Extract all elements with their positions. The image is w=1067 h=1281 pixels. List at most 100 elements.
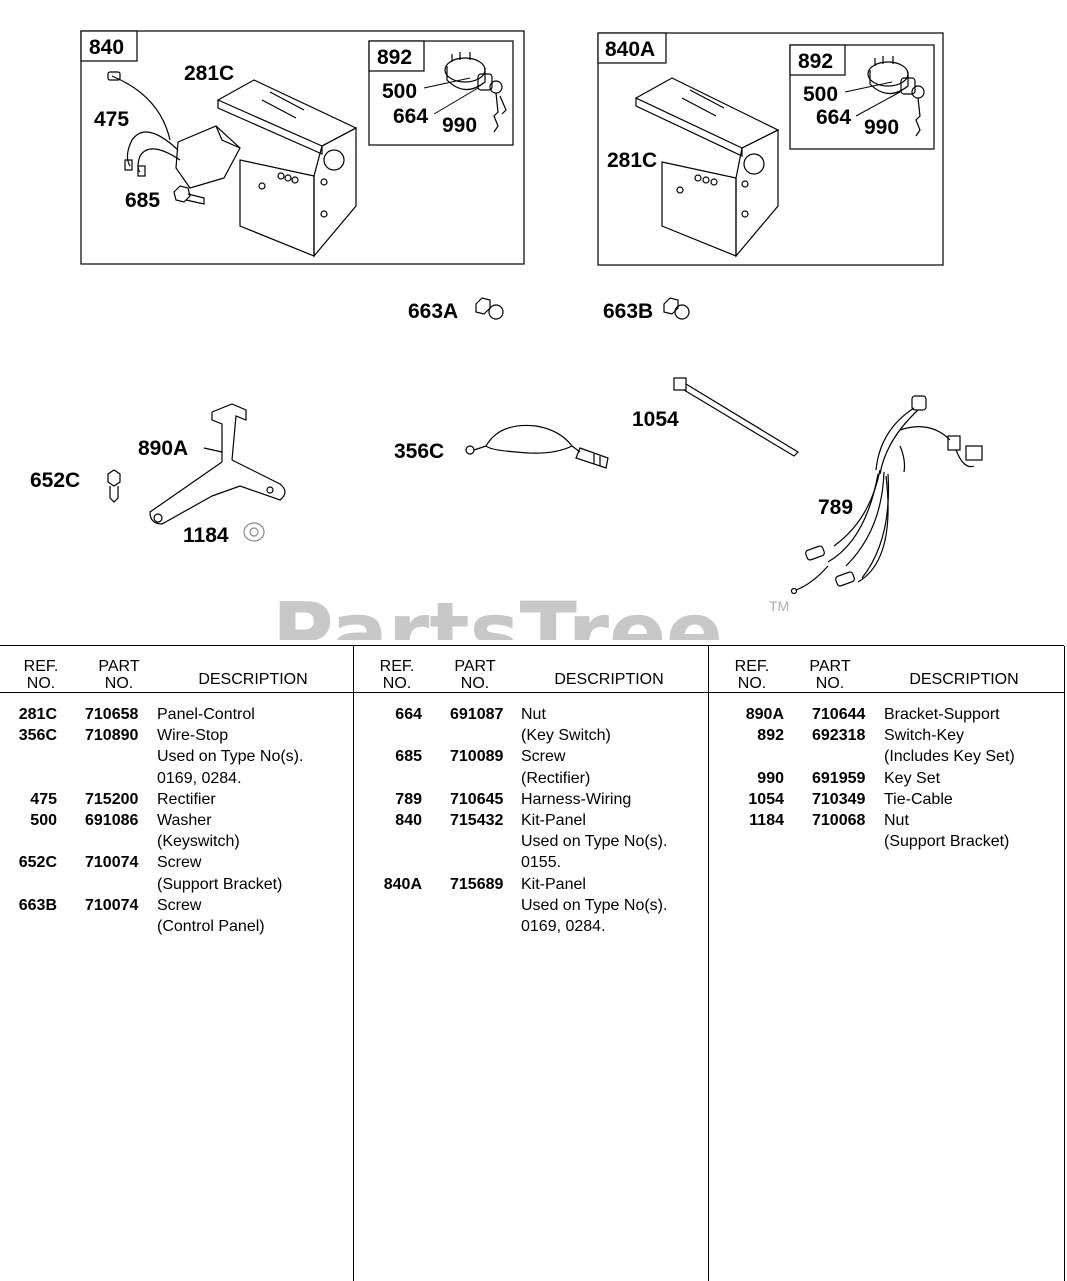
description-line: Used on Type No(s). — [157, 748, 304, 766]
ref-number: 652C — [18, 854, 57, 872]
screw-663A-drawing — [475, 297, 504, 320]
callout-890A: 890A — [138, 437, 188, 460]
part-number: 710644 — [812, 706, 866, 723]
part-description: Washer (Keyswitch) — [157, 810, 353, 852]
part-description: Screw (Rectifier) — [521, 746, 709, 788]
description-line: Bracket-Support — [884, 706, 1000, 723]
description-line: (Key Switch) — [521, 727, 611, 745]
watermark: PartsTree — [272, 584, 723, 640]
part-description: Tie-Cable — [884, 789, 1064, 810]
ref-number: 663B — [18, 896, 57, 914]
description-line: (Control Panel) — [157, 918, 265, 936]
description-line: Wire-Stop — [157, 727, 229, 745]
part-description: Switch-Key (Includes Key Set) — [884, 725, 1064, 767]
callout-500-b: 500 — [803, 83, 838, 106]
ref-number: 1054 — [748, 790, 784, 808]
part-number: 710645 — [450, 790, 504, 808]
description-line: (Rectifier) — [521, 769, 591, 787]
part-number: 710658 — [85, 706, 139, 723]
callout-652C: 652C — [30, 469, 80, 492]
header-ref: REF.NO. — [734, 658, 770, 692]
description-line: Tie-Cable — [884, 790, 953, 808]
description-line: Washer — [157, 812, 212, 830]
callout-664-a: 664 — [393, 105, 428, 128]
header-description: DESCRIPTION — [909, 671, 1019, 688]
description-line: 0155. — [521, 854, 562, 872]
part-description: Bracket-Support — [884, 704, 1064, 725]
kit-panel-840A-box: 840A 892 500 664 990 281C — [597, 32, 944, 266]
part-number: 710890 — [85, 727, 139, 745]
part-number: 691087 — [450, 706, 504, 723]
cable-tie-drawing — [673, 377, 799, 457]
ref-number: 475 — [30, 790, 57, 808]
description-line: Screw — [521, 748, 566, 766]
description-line: 0169, 0284. — [521, 918, 606, 936]
part-number: 715200 — [85, 790, 139, 808]
ref-number: 990 — [757, 769, 784, 787]
description-line: 0169, 0284. — [157, 769, 242, 787]
header-description: DESCRIPTION — [554, 671, 664, 688]
part-description: Rectifier — [157, 789, 353, 810]
callout-840: 840 — [89, 36, 124, 59]
description-line: Nut — [884, 812, 909, 830]
part-number: 710074 — [85, 854, 139, 872]
callout-840A: 840A — [605, 38, 655, 61]
part-description: Nut (Support Bracket) — [884, 810, 1064, 852]
description-line: Used on Type No(s). — [521, 833, 668, 851]
callout-475: 475 — [94, 108, 129, 131]
callout-663A: 663A — [408, 300, 458, 323]
description-line: Kit-Panel — [521, 812, 586, 830]
part-description: Key Set — [884, 768, 1064, 789]
ref-number: 500 — [30, 812, 57, 830]
description-line: (Keyswitch) — [157, 833, 240, 851]
ref-number: 356C — [18, 727, 57, 745]
description-line: (Support Bracket) — [884, 833, 1010, 851]
part-number: 710068 — [812, 812, 866, 830]
callout-281C-a: 281C — [184, 62, 234, 85]
callout-356C: 356C — [394, 440, 444, 463]
description-line: Switch-Key — [884, 727, 965, 745]
callout-1184: 1184 — [183, 524, 229, 547]
part-number: 691959 — [812, 769, 866, 787]
screw-685-drawing — [173, 185, 205, 205]
callout-892-b: 892 — [798, 50, 833, 73]
table-row: 475 715200 Rectifier — [0, 789, 353, 810]
ref-number: 664 — [395, 706, 422, 723]
callout-664-b: 664 — [816, 106, 851, 129]
support-bracket-drawing — [149, 403, 286, 525]
callout-789: 789 — [818, 496, 853, 519]
key-switch-drawing — [444, 52, 507, 133]
header-ref: REF.NO. — [23, 658, 59, 692]
part-number: 710349 — [812, 790, 866, 808]
part-number: 710089 — [450, 748, 504, 766]
wiring-harness-drawing — [790, 395, 983, 595]
control-panel-drawing-b — [634, 77, 780, 258]
description-line: Panel-Control — [157, 706, 255, 723]
header-ref: REF.NO. — [379, 658, 415, 692]
stop-wire-drawing — [465, 424, 609, 469]
callout-281C-b: 281C — [607, 149, 657, 172]
part-number: 715689 — [450, 875, 504, 893]
description-line: (Includes Key Set) — [884, 748, 1015, 766]
